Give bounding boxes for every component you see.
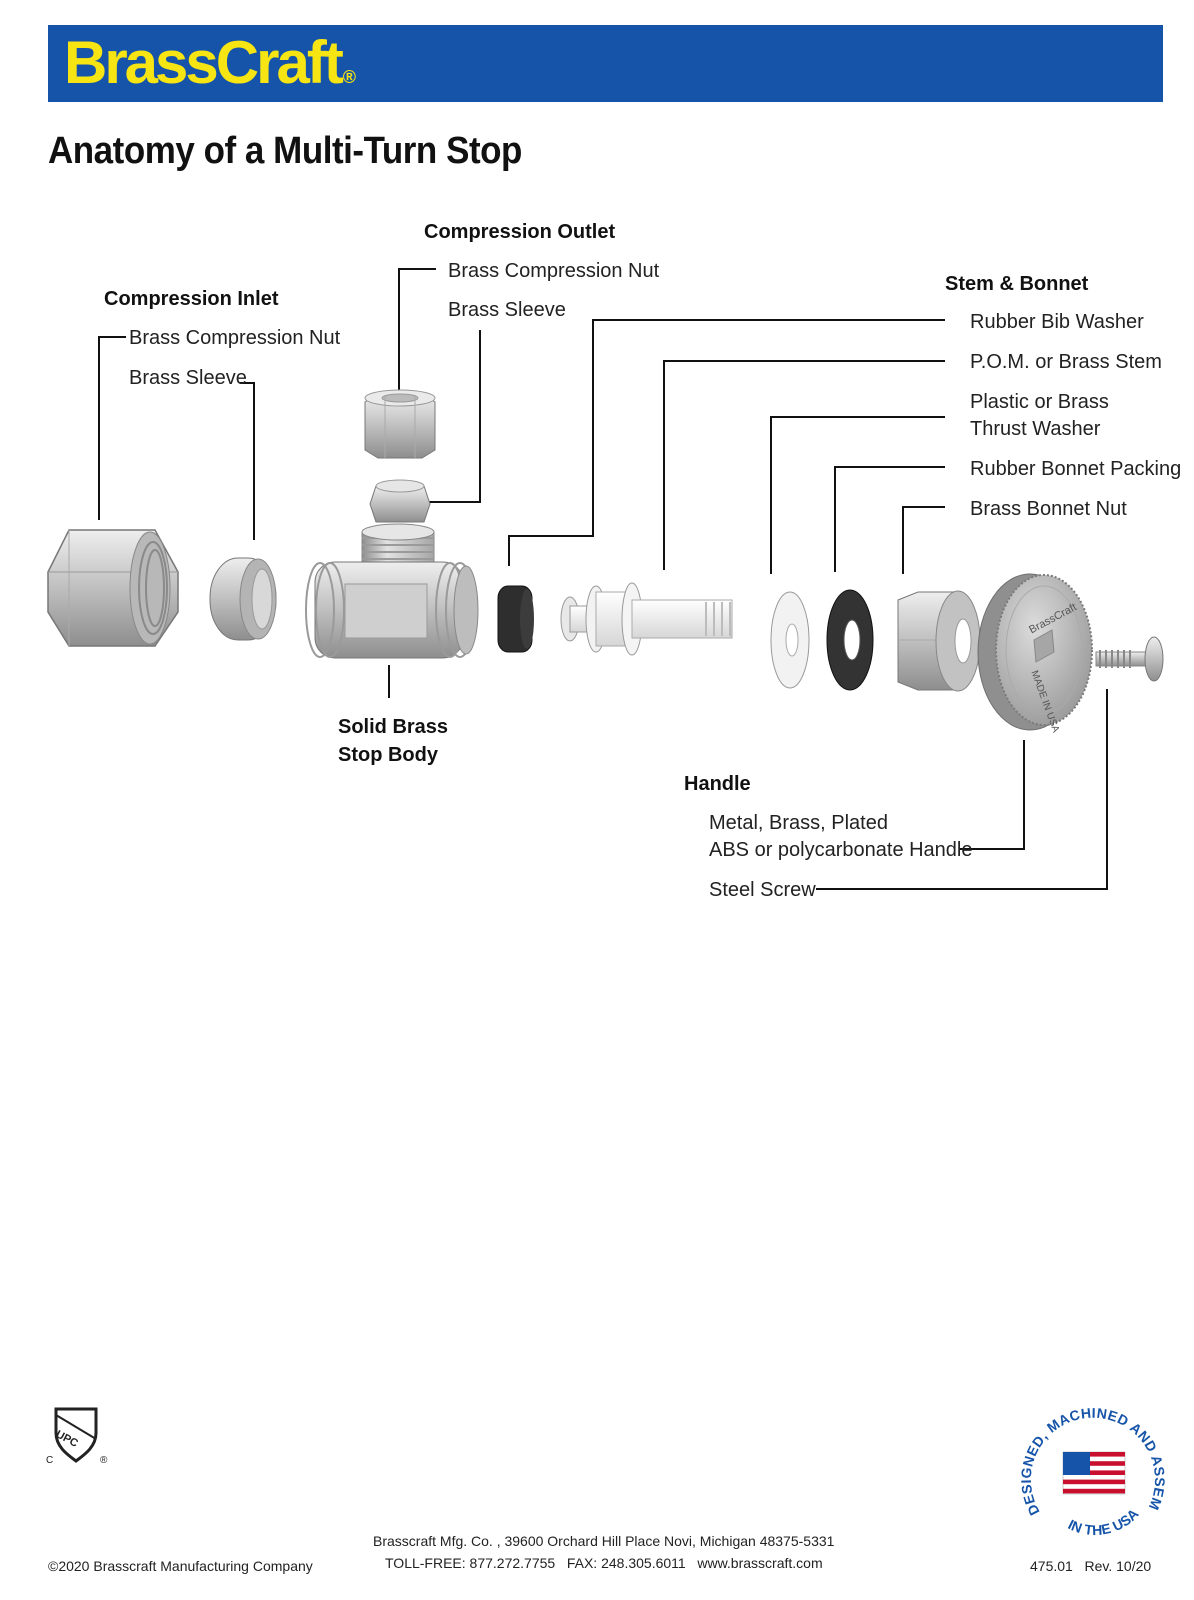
thrust-washer-label-line1: Plastic or Brass: [970, 391, 1109, 413]
inlet-compression-nut: [47, 529, 179, 647]
bonnet-nut-label: Brass Bonnet Nut: [970, 498, 1127, 520]
handle-material-line2: ABS or polycarbonate Handle: [709, 839, 973, 861]
outlet-nut-label: Brass Compression Nut: [448, 260, 660, 282]
inlet-sleeve-label: Brass Sleeve: [129, 367, 247, 389]
thrust-washer: [770, 591, 810, 689]
copyright-text: ©2020 Brasscraft Manufacturing Company: [48, 1558, 313, 1574]
document-number: 475.01 Rev. 10/20: [1030, 1558, 1152, 1574]
company-contact: TOLL-FREE: 877.272.7755 FAX: 248.305.601…: [385, 1555, 823, 1571]
steel-screw: [1095, 636, 1164, 682]
outlet-compression-nut: [364, 389, 436, 459]
steel-screw-label: Steel Screw: [709, 879, 816, 901]
upc-registered-mark: ®: [100, 1455, 108, 1465]
outlet-sleeve-label: Brass Sleeve: [448, 299, 566, 321]
company-address: Brasscraft Mfg. Co. , 39600 Orchard Hill…: [373, 1533, 835, 1549]
upc-certification-mark: UPC C ®: [46, 1407, 108, 1465]
stop-body-label-line2: Stop Body: [338, 744, 438, 766]
handle-knob: BrassCraft MADE IN USA: [977, 573, 1093, 734]
exploded-diagram: BrassCraft MADE IN USA: [47, 268, 1164, 890]
handle-heading: Handle: [684, 773, 751, 795]
rubber-bonnet-packing: [826, 589, 874, 691]
us-flag-icon: [1062, 1451, 1126, 1495]
made-in-usa-seal: DESIGNED, MACHINED AND ASSEMBLED IN THE …: [1018, 1400, 1168, 1538]
compression-inlet-heading: Compression Inlet: [104, 288, 279, 310]
bib-washer-label: Rubber Bib Washer: [970, 311, 1144, 333]
page-title: Anatomy of a Multi-Turn Stop: [48, 130, 522, 172]
compression-outlet-heading: Compression Outlet: [424, 221, 616, 243]
seal-bottom-text: IN THE USA: [1066, 1505, 1142, 1538]
stem-label: P.O.M. or Brass Stem: [970, 351, 1162, 373]
inlet-nut-label: Brass Compression Nut: [129, 327, 341, 349]
svg-text:IN THE USA: IN THE USA: [1066, 1505, 1142, 1538]
handle-material-line1: Metal, Brass, Plated: [709, 812, 888, 834]
bonnet-packing-label: Rubber Bonnet Packing: [970, 458, 1182, 480]
outlet-brass-sleeve: [369, 479, 431, 523]
stem-bonnet-heading: Stem & Bonnet: [945, 273, 1089, 295]
bonnet-nut: [897, 590, 981, 692]
upc-letters: UPC: [54, 1428, 80, 1450]
brasscraft-logo: BrassCraft®: [64, 29, 357, 96]
inlet-brass-sleeve: [209, 557, 277, 641]
thrust-washer-label-line2: Thrust Washer: [970, 418, 1101, 440]
stop-body: [305, 523, 479, 659]
leader-lines: [98, 268, 1108, 890]
brand-banner: BrassCraft®: [48, 25, 1163, 102]
stop-body-label-line1: Solid Brass: [338, 716, 449, 738]
rubber-bib-washer: [497, 585, 534, 653]
upc-c-mark: C: [46, 1455, 53, 1465]
pom-stem: [560, 582, 733, 656]
